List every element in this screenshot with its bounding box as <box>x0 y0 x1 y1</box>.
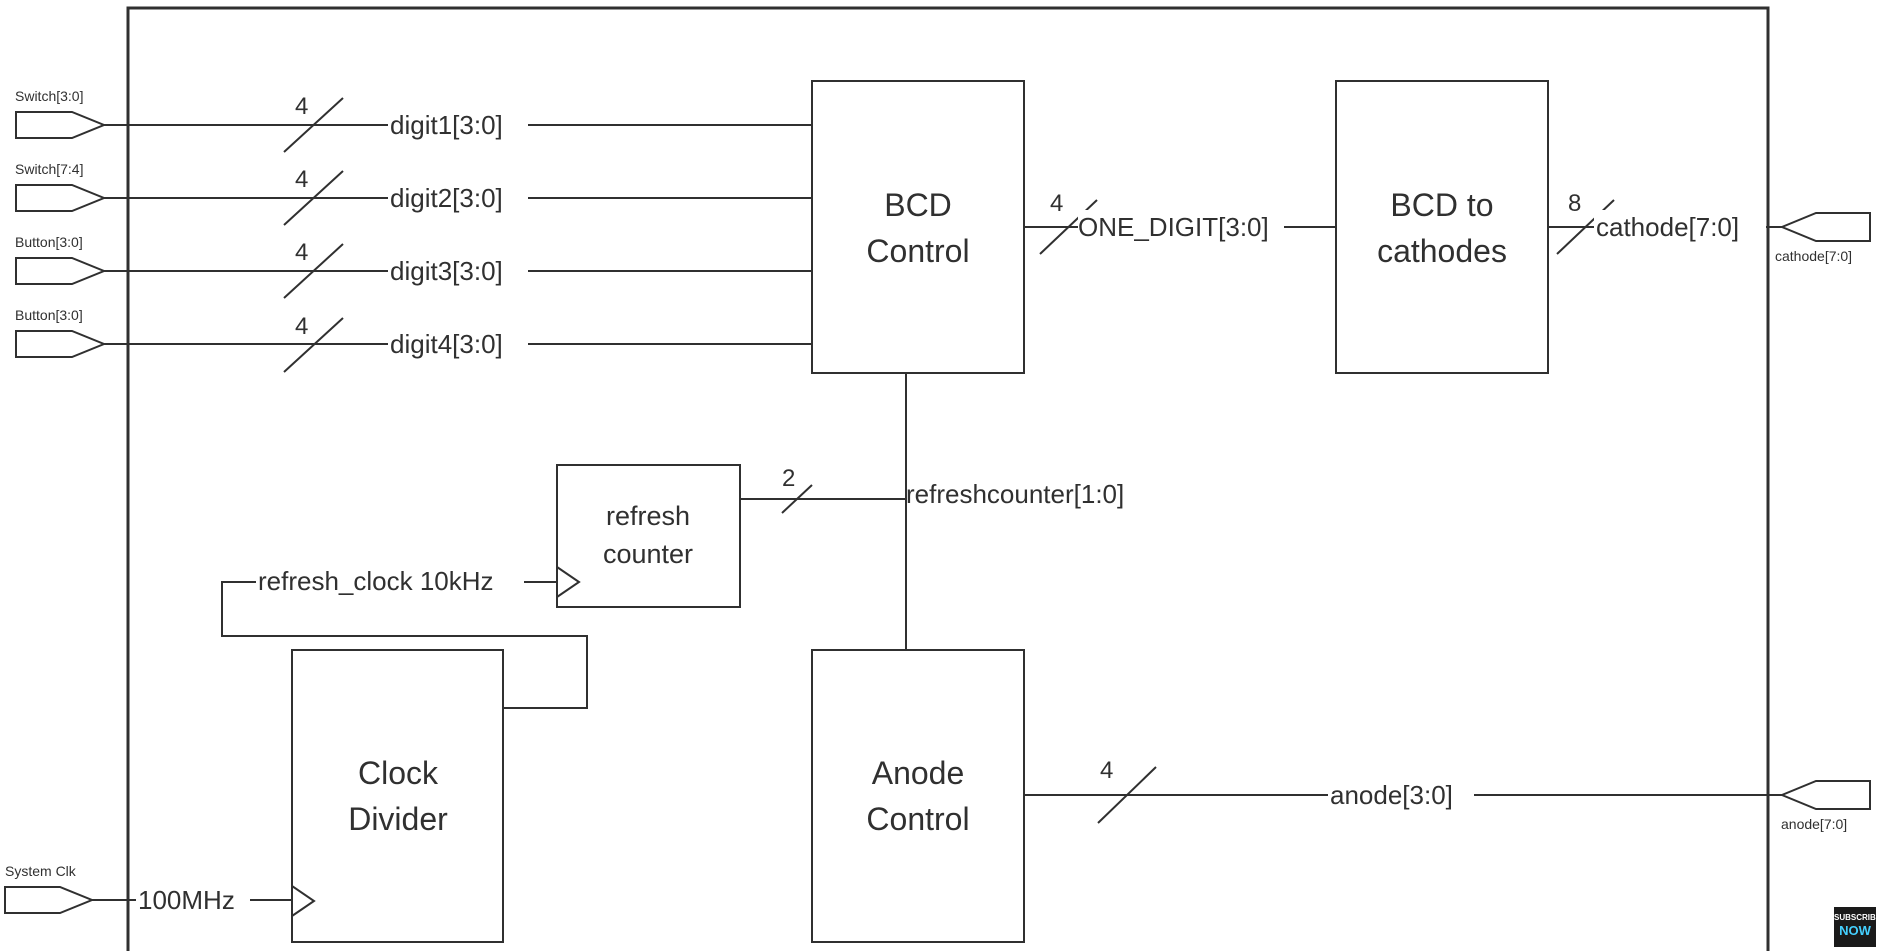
signal-label-clk-freq: 100MHz <box>138 885 235 915</box>
output-port-cathode: cathode[7:0] <box>1775 212 1871 264</box>
clock-divider-block: Clock Divider <box>291 649 504 943</box>
signal-label-cathode: cathode[7:0] <box>1596 212 1739 242</box>
bus-width-digit2: 4 <box>295 166 308 193</box>
clock-input-triangle <box>556 566 581 598</box>
output-port-anode: anode[7:0] <box>1779 780 1871 832</box>
port-label-system-clk: System Clk <box>5 863 77 879</box>
clock-divider-title-line2: Divider <box>348 801 448 837</box>
bcd-to-cathodes-title-line2: cathodes <box>1377 233 1507 269</box>
port-label-button-a: Button[3:0] <box>15 234 83 250</box>
bus-width-digit3: 4 <box>295 239 308 266</box>
port-label-switch-low: Switch[3:0] <box>15 88 83 104</box>
bcd-to-cathodes-block: BCD to cathodes <box>1335 80 1549 374</box>
bus-slash-one-digit <box>1039 199 1098 255</box>
input-port-switch-high: Switch[7:4] <box>15 161 107 212</box>
refresh-counter-title-line2: counter <box>603 539 693 569</box>
bus-width-one-digit: 4 <box>1050 190 1063 217</box>
subscribe-badge-line1: SUBSCRIBE <box>1834 913 1882 922</box>
bus-width-refreshcounter: 2 <box>782 465 795 492</box>
input-port-system-clk: System Clk <box>4 863 95 914</box>
bus-slash-anode <box>1097 766 1157 824</box>
bus-slash-refresh <box>781 484 813 514</box>
anode-control-block: Anode Control <box>811 649 1025 943</box>
clock-divider-clock-triangle <box>291 885 316 917</box>
clock-divider-title-line1: Clock <box>358 755 439 791</box>
bus-slash-digit3 <box>283 243 344 299</box>
port-label-anode: anode[7:0] <box>1781 816 1847 832</box>
signal-label-one-digit: ONE_DIGIT[3:0] <box>1078 212 1269 242</box>
bcd-control-title-line2: Control <box>866 233 969 269</box>
port-label-switch-high: Switch[7:4] <box>15 161 83 177</box>
subscribe-badge-line2: NOW <box>1839 923 1871 938</box>
bcd-to-cathodes-title-line1: BCD to <box>1390 187 1493 223</box>
signal-label-digit1: digit1[3:0] <box>390 110 503 140</box>
bus-width-digit1: 4 <box>295 93 308 120</box>
bus-slash-digit4 <box>283 317 344 373</box>
bus-slash-cathode <box>1556 199 1615 255</box>
subscribe-badge[interactable]: SUBSCRIBE NOW <box>1834 907 1882 947</box>
bus-width-cathode: 8 <box>1568 190 1581 217</box>
signal-label-refreshcounter: refreshcounter[1:0] <box>906 479 1124 509</box>
bcd-control-block: BCD Control <box>811 80 1025 374</box>
signal-label-digit2: digit2[3:0] <box>390 183 503 213</box>
anode-control-title-line1: Anode <box>872 755 965 791</box>
input-port-button-a: Button[3:0] <box>15 234 107 285</box>
anode-control-title-line2: Control <box>866 801 969 837</box>
input-port-switch-low: Switch[3:0] <box>15 88 107 139</box>
signal-label-refresh-clock: refresh_clock 10kHz <box>258 566 494 596</box>
signal-label-digit4: digit4[3:0] <box>390 329 503 359</box>
bus-slash-digit2 <box>283 170 344 226</box>
bus-width-anode: 4 <box>1100 757 1113 784</box>
bus-slash-digit1 <box>283 97 344 153</box>
port-label-cathode: cathode[7:0] <box>1775 248 1852 264</box>
refresh-counter-block: refresh counter <box>556 464 741 608</box>
refresh-counter-title-line1: refresh <box>606 501 690 531</box>
signal-label-digit3: digit3[3:0] <box>390 256 503 286</box>
port-label-button-b: Button[3:0] <box>15 307 83 323</box>
input-port-button-b: Button[3:0] <box>15 307 107 358</box>
bcd-control-title-line1: BCD <box>884 187 952 223</box>
signal-label-anode: anode[3:0] <box>1330 780 1453 810</box>
bus-width-digit4: 4 <box>295 313 308 340</box>
